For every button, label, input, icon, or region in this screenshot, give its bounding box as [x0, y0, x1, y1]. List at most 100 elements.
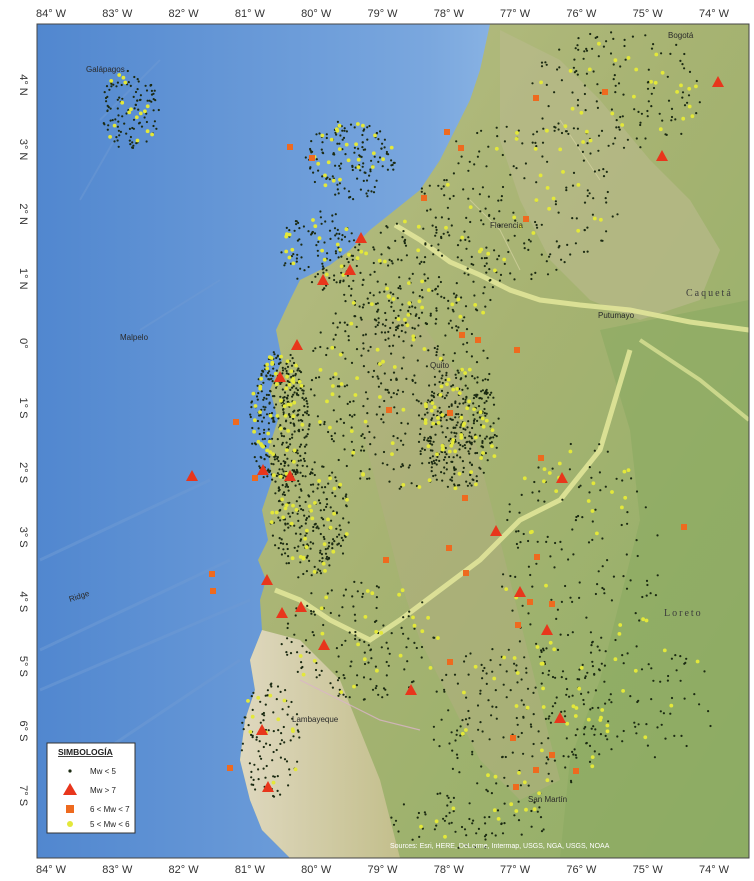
- event-mw-lt-5: [489, 436, 492, 439]
- event-mw-lt-5: [266, 454, 269, 457]
- event-mw-lt-5: [590, 644, 593, 647]
- event-mw-lt-5: [616, 735, 619, 738]
- event-mw-lt-5: [299, 488, 302, 491]
- event-mw-lt-5: [620, 523, 623, 527]
- event-mw-lt-5: [415, 646, 418, 650]
- event-mw-lt-5: [509, 689, 512, 692]
- event-mw-lt-5: [343, 448, 346, 451]
- event-mw-5-6: [430, 401, 435, 405]
- event-mw-lt-5: [436, 345, 439, 348]
- event-mw-lt-5: [304, 411, 307, 414]
- event-mw-lt-5: [483, 286, 486, 289]
- event-mw-5-6: [362, 657, 367, 662]
- event-mw-lt-5: [266, 475, 269, 478]
- event-mw-lt-5: [383, 138, 386, 141]
- event-mw-lt-5: [132, 118, 136, 121]
- event-mw-lt-5: [327, 556, 330, 559]
- event-mw-lt-5: [259, 414, 262, 417]
- event-mw-5-6: [339, 264, 344, 269]
- event-mw-lt-5: [361, 283, 364, 286]
- event-mw-lt-5: [411, 326, 414, 329]
- event-mw-lt-5: [279, 690, 282, 694]
- event-mw-lt-5: [422, 227, 425, 230]
- event-mw-lt-5: [465, 395, 468, 398]
- event-mw-lt-5: [445, 468, 448, 471]
- event-mw-lt-5: [481, 379, 484, 382]
- event-mw-lt-5: [482, 223, 485, 226]
- event-mw-lt-5: [295, 257, 298, 260]
- event-mw-5-6: [403, 219, 407, 224]
- event-mw-lt-5: [470, 484, 473, 487]
- event-mw-lt-5: [317, 568, 320, 571]
- top-axis-tick-label: 76° W: [566, 8, 597, 20]
- event-mw-lt-5: [347, 339, 350, 342]
- event-mw-lt-5: [464, 401, 467, 404]
- event-mw-6-7: [462, 495, 468, 501]
- event-mw-lt-5: [428, 384, 431, 387]
- event-mw-lt-5: [545, 83, 548, 86]
- event-mw-5-6: [375, 347, 380, 352]
- event-mw-5-6: [592, 216, 597, 221]
- event-mw-lt-5: [376, 280, 379, 283]
- event-mw-lt-5: [345, 505, 348, 508]
- event-mw-lt-5: [285, 384, 288, 387]
- event-mw-lt-5: [375, 319, 378, 322]
- event-mw-5-6: [256, 439, 261, 444]
- event-mw-lt-5: [569, 253, 572, 256]
- event-mw-lt-5: [372, 261, 375, 265]
- event-mw-lt-5: [497, 199, 500, 202]
- event-mw-lt-5: [501, 832, 505, 835]
- event-mw-5-6: [283, 506, 288, 511]
- event-mw-5-6: [370, 165, 375, 169]
- event-mw-lt-5: [381, 142, 384, 145]
- event-mw-lt-5: [406, 660, 409, 663]
- event-mw-lt-5: [649, 592, 652, 595]
- event-mw-lt-5: [287, 526, 290, 529]
- event-mw-lt-5: [319, 569, 322, 573]
- event-mw-lt-5: [351, 168, 354, 172]
- event-mw-lt-5: [545, 647, 548, 650]
- event-mw-lt-5: [117, 145, 120, 148]
- event-mw-lt-5: [432, 459, 435, 462]
- event-mw-5-6: [468, 205, 473, 210]
- event-mw-lt-5: [250, 401, 253, 404]
- event-mw-lt-5: [373, 436, 376, 439]
- event-mw-lt-5: [320, 553, 323, 556]
- event-mw-lt-5: [148, 99, 151, 102]
- event-mw-lt-5: [571, 631, 574, 634]
- event-mw-lt-5: [283, 741, 286, 744]
- event-mw-lt-5: [412, 393, 415, 396]
- event-mw-lt-5: [640, 112, 644, 115]
- left-axis-tick-label: 2° N: [17, 203, 29, 225]
- event-mw-5-6: [346, 158, 351, 163]
- event-mw-lt-5: [392, 392, 395, 395]
- event-mw-lt-5: [585, 49, 589, 52]
- event-mw-lt-5: [581, 516, 584, 519]
- event-mw-lt-5: [326, 592, 329, 595]
- event-mw-lt-5: [335, 479, 338, 482]
- event-mw-lt-5: [623, 44, 626, 48]
- event-mw-lt-5: [286, 637, 289, 640]
- bottom-axis-tick-label: 84° W: [36, 864, 67, 876]
- event-mw-lt-5: [337, 256, 340, 259]
- event-mw-5-6: [565, 721, 570, 726]
- event-mw-lt-5: [507, 648, 510, 651]
- event-mw-gt-7: [405, 684, 417, 695]
- event-mw-lt-5: [489, 298, 492, 302]
- event-mw-lt-5: [486, 357, 489, 360]
- event-mw-lt-5: [530, 725, 533, 728]
- event-mw-lt-5: [324, 486, 327, 489]
- event-mw-5-6: [332, 486, 337, 491]
- event-mw-lt-5: [296, 369, 299, 372]
- event-mw-lt-5: [157, 108, 160, 112]
- event-mw-lt-5: [467, 450, 470, 453]
- event-mw-lt-5: [420, 645, 424, 649]
- event-mw-lt-5: [417, 324, 420, 327]
- event-mw-lt-5: [315, 676, 318, 679]
- event-mw-lt-5: [513, 278, 516, 281]
- event-mw-lt-5: [255, 738, 258, 741]
- event-mw-lt-5: [589, 708, 592, 711]
- event-mw-lt-5: [432, 440, 435, 443]
- event-mw-lt-5: [283, 453, 286, 456]
- event-mw-lt-5: [302, 225, 305, 228]
